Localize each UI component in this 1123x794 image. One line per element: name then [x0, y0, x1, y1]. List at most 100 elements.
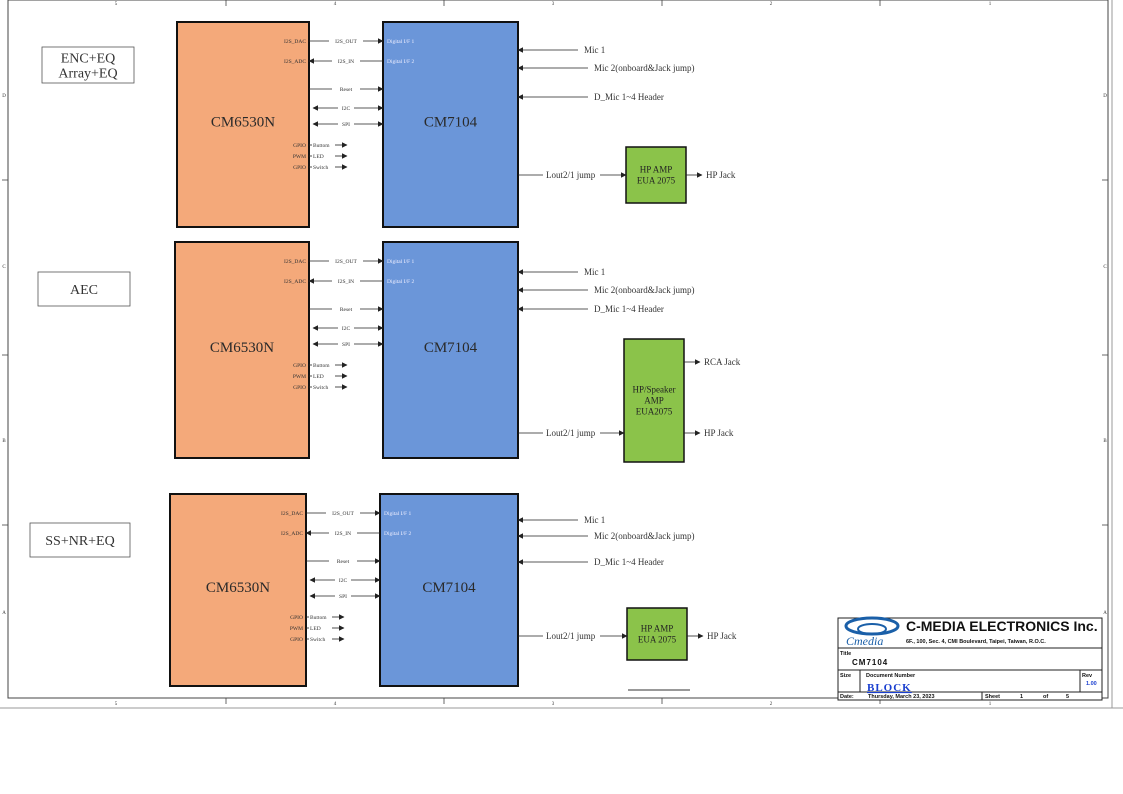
rev-value: 1.00	[1086, 681, 1097, 687]
output-label: RCA Jack	[704, 357, 741, 367]
link-label: I2S_IN	[335, 531, 351, 537]
zone-number: 2	[770, 2, 773, 7]
zone-number: 5	[115, 702, 118, 707]
amp-label: HP/Speaker	[633, 385, 676, 395]
input-label: D_Mic 1~4 Header	[594, 304, 664, 314]
link-label: I2S_IN	[338, 279, 354, 285]
codec-chip-label: CM7104	[422, 580, 476, 596]
host-chip-block	[169, 493, 307, 687]
host-pin-label: PWM	[290, 626, 303, 632]
zone-number: 2	[770, 702, 773, 707]
output-label: HP Jack	[704, 428, 734, 438]
host-pin-label: I2S_ADC	[281, 531, 303, 537]
amp-label: EUA 2075	[637, 176, 676, 186]
link-label: I2S_OUT	[335, 39, 357, 45]
link-label: I2C	[339, 578, 348, 584]
amp-label: HP AMP	[640, 165, 672, 175]
input-label: Mic 2(onboard&Jack jump)	[594, 63, 694, 73]
gpio-output-label: Switch	[313, 385, 329, 391]
lout-label: Lout2/1 jump	[546, 428, 596, 438]
input-label: Mic 1	[584, 267, 605, 277]
zone-letter: D	[1103, 94, 1107, 99]
host-pin-label: GPIO	[290, 637, 303, 643]
codec-pin-label: Digital I/F 1	[384, 511, 411, 517]
cmedia-logo: Cmedia	[844, 616, 900, 648]
zone-number: 3	[552, 2, 555, 7]
mode-label: AEC	[70, 283, 98, 298]
zone-number: 4	[334, 2, 337, 7]
zone-letter: B	[1103, 439, 1107, 444]
link-label: Reset	[340, 307, 353, 313]
title-block: Cmedia C-MEDIA ELECTRONICS Inc. 6F., 100…	[837, 616, 1103, 701]
amp-block	[626, 607, 688, 661]
codec-chip-label: CM7104	[424, 115, 478, 131]
link-label: Reset	[340, 87, 353, 93]
link-label: I2C	[342, 106, 351, 112]
link-label: SPI	[342, 122, 350, 128]
sheets-total: 5	[1066, 694, 1069, 700]
host-chip-block	[174, 241, 310, 459]
host-pin-label: GPIO	[290, 615, 303, 621]
date-value: Thursday, March 23, 2023	[868, 694, 935, 700]
gpio-output-label: Buttom	[313, 363, 330, 369]
zone-number: 1	[989, 702, 992, 707]
company-name: C-MEDIA ELECTRONICS Inc.	[906, 618, 1098, 634]
gpio-output-label: LED	[313, 374, 324, 380]
host-pin-label: I2S_ADC	[284, 279, 306, 285]
gpio-output-label: LED	[310, 626, 321, 632]
title-label: Title	[840, 651, 851, 657]
input-label: Mic 1	[584, 515, 605, 525]
gpio-output-label: LED	[313, 154, 324, 160]
mode-label-box	[41, 46, 135, 84]
link-label: SPI	[342, 342, 350, 348]
size-label: Size	[840, 673, 851, 679]
host-pin-label: I2S_DAC	[281, 511, 303, 517]
input-label: Mic 2(onboard&Jack jump)	[594, 285, 694, 295]
input-label: Mic 1	[584, 45, 605, 55]
rev-label: Rev	[1082, 673, 1093, 679]
mode-label: ENC+EQ	[61, 52, 116, 67]
codec-chip-block	[379, 493, 519, 687]
link-label: SPI	[339, 594, 347, 600]
logo-text: Cmedia	[846, 634, 883, 648]
mode-label-box	[37, 271, 131, 307]
sheet-frame	[0, 0, 1123, 709]
host-pin-label: I2S_ADC	[284, 59, 306, 65]
zone-letter: C	[2, 265, 6, 270]
host-pin-label: I2S_DAC	[284, 39, 306, 45]
lout-label: Lout2/1 jump	[546, 631, 596, 641]
host-pin-label: GPIO	[293, 165, 306, 171]
lout-label: Lout2/1 jump	[546, 170, 596, 180]
sheet-value: 1	[1020, 694, 1023, 700]
input-label: D_Mic 1~4 Header	[594, 557, 664, 567]
of-label: of	[1043, 694, 1048, 700]
docnum-label: Document Number	[866, 673, 916, 679]
amp-label: AMP	[644, 396, 664, 406]
codec-chip-label: CM7104	[424, 340, 478, 356]
output-label: HP Jack	[707, 631, 737, 641]
codec-pin-label: Digital I/F 2	[387, 279, 414, 285]
amp-label: EUA2075	[636, 407, 673, 417]
zone-number: 4	[334, 702, 337, 707]
zone-letter: A	[1103, 611, 1107, 616]
codec-pin-label: Digital I/F 2	[387, 59, 414, 65]
zone-letter: B	[2, 439, 6, 444]
zone-letter: C	[1103, 265, 1107, 270]
gpio-output-label: Switch	[313, 165, 329, 171]
docnum-value: BLOCK	[867, 682, 912, 694]
host-pin-label: PWM	[293, 154, 306, 160]
company-address: 6F., 100, Sec. 4, CMI Boulevard, Taipei,…	[906, 639, 1046, 645]
host-pin-label: GPIO	[293, 143, 306, 149]
output-label: HP Jack	[706, 170, 736, 180]
host-chip-label: CM6530N	[211, 115, 275, 131]
host-pin-label: PWM	[293, 374, 306, 380]
zone-letter: A	[2, 611, 6, 616]
link-label: I2S_OUT	[332, 511, 354, 517]
link-label: I2S_OUT	[335, 259, 357, 265]
host-pin-label: GPIO	[293, 363, 306, 369]
